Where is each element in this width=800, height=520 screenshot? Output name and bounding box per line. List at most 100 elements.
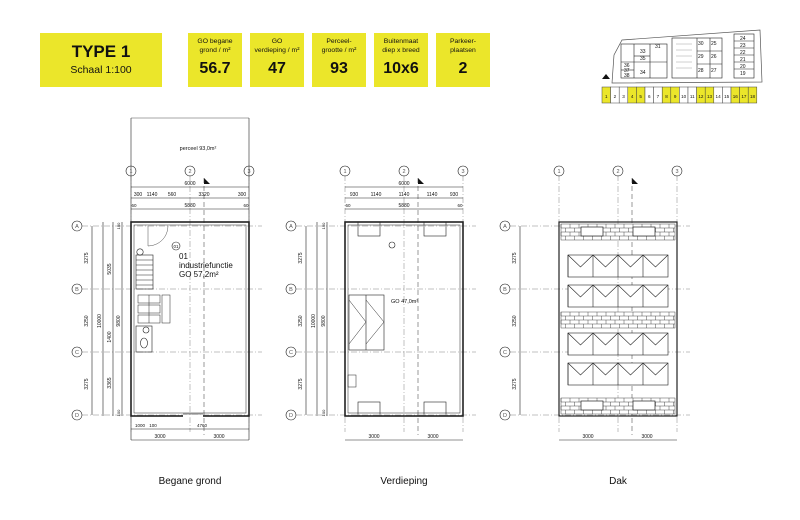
skylight-panel — [592, 284, 619, 298]
dim-label: 3000 — [582, 434, 593, 440]
grid-row-label: B — [503, 287, 507, 293]
roof-hatch — [580, 226, 604, 237]
dim-label: 1140 — [371, 192, 382, 198]
dim-label: 560 — [168, 192, 177, 198]
lot-cell — [747, 86, 758, 104]
dim-label: 1000 — [135, 423, 146, 428]
key-plan-block-left: 31 33 35 36 37 38 34 — [620, 43, 668, 79]
dim-label: 3275 — [84, 378, 90, 389]
lot-number: 13 — [707, 94, 713, 99]
section-marker-icon — [418, 178, 424, 184]
stat-value: 47 — [268, 60, 286, 77]
brick-parapets — [560, 223, 676, 415]
lot-number: 1 — [605, 94, 608, 99]
skylight-panel — [642, 254, 669, 268]
caption-verdieping: Verdieping — [380, 476, 428, 487]
dim-label: 3000 — [368, 434, 379, 440]
lot-label: 21 — [740, 57, 746, 63]
dim-label: 5880 — [398, 203, 409, 209]
lot-number: 16 — [733, 94, 739, 99]
stat-value: 2 — [458, 60, 468, 77]
grid-row-label: D — [289, 413, 293, 419]
lot-label: 25 — [711, 41, 717, 47]
grid-col-label: 1 — [343, 169, 346, 175]
grid-col-label: 1 — [129, 169, 132, 175]
lot-label: 27 — [711, 68, 717, 74]
dim-label: 300 — [134, 192, 143, 198]
stat-value: 93 — [330, 60, 348, 77]
lot-number: 15 — [724, 94, 730, 99]
grid-row-label: D — [503, 413, 507, 419]
dim-label: 5035 — [107, 263, 113, 274]
lot-number: 2 — [614, 94, 617, 99]
roof-hatch — [632, 400, 656, 411]
dim-label: 3320 — [198, 192, 209, 198]
grid-row-label: A — [75, 224, 79, 230]
skylight-panel — [567, 254, 594, 268]
lot-label: 36 — [624, 63, 630, 69]
room-number: 01 — [179, 252, 188, 261]
dim-label: 60 — [345, 203, 351, 208]
grid-col-label: 2 — [188, 169, 191, 175]
grid-row-label: B — [289, 287, 293, 293]
lot-label: 29 — [698, 54, 704, 60]
roof-skylights — [567, 254, 669, 386]
lot-number: 3 — [622, 94, 625, 99]
stairs — [348, 294, 385, 351]
skylight-panel — [567, 332, 594, 346]
lot-label: 33 — [640, 49, 646, 55]
dim-label: 3275 — [512, 378, 518, 389]
skylight-panel — [642, 284, 669, 298]
skylight-panel — [592, 332, 619, 346]
dim-label: 1140 — [427, 192, 438, 198]
dim-label: 3365 — [107, 377, 113, 388]
dim-label: 3275 — [512, 252, 518, 263]
dim-label: 5880 — [184, 203, 195, 209]
dim-label: 100 — [149, 423, 157, 428]
lot-label: 31 — [655, 44, 661, 50]
plan-verdieping: 1 2 3 A B C D 6000 930 1140 1140 1140 93… — [285, 165, 476, 441]
dim-label: 1140 — [147, 192, 158, 198]
window — [357, 401, 381, 417]
dim-label: 60 — [457, 203, 463, 208]
skylight-panel — [567, 284, 594, 298]
dim-label: 10000 — [97, 314, 103, 328]
grid-col-label: 2 — [616, 169, 619, 175]
lot-label: 30 — [698, 41, 704, 47]
type-title: TYPE 1 — [71, 42, 131, 61]
grid-row-label: C — [75, 350, 79, 356]
lot-number: 11 — [690, 94, 695, 99]
dim-label: 4760 — [197, 423, 208, 428]
lot-label: 23 — [740, 43, 746, 49]
skylight-panel — [617, 332, 644, 346]
key-plan: 31 33 35 36 37 38 34 30 29 28 25 26 27 — [601, 29, 763, 104]
grid-col-label: 1 — [557, 169, 560, 175]
stat-perceelgrootte: Perceel-grootte / m² 93 — [312, 33, 366, 87]
lot-number: 6 — [648, 94, 651, 99]
dim-label: 3000 — [427, 434, 438, 440]
dim-label: 3000 — [641, 434, 652, 440]
storage-racks — [137, 294, 171, 324]
lot-label: 19 — [740, 71, 746, 77]
skylight-panel — [617, 284, 644, 298]
plan-begane-grond: perceel 93,0m² 1 2 3 A B C D 6000 300 11… — [71, 117, 262, 441]
skylight-panel — [642, 362, 669, 376]
section-marker-icon — [632, 178, 638, 184]
skylight-panel — [617, 362, 644, 376]
lot-number: 7 — [657, 94, 660, 99]
lot-number: 9 — [674, 94, 677, 99]
caption-begane-grond: Begane grond — [158, 476, 222, 487]
lot-label: 35 — [640, 56, 646, 62]
dim-label: 3000 — [213, 434, 224, 440]
dim-label: 100 — [116, 222, 121, 229]
plan-dak: 1 2 3 A B C D 3275 3250 3275 3000 3000 — [499, 165, 690, 441]
window — [423, 401, 447, 417]
dim-label: 3275 — [84, 252, 90, 263]
grid-row-label: B — [75, 287, 79, 293]
grid-col-label: 2 — [402, 169, 405, 175]
